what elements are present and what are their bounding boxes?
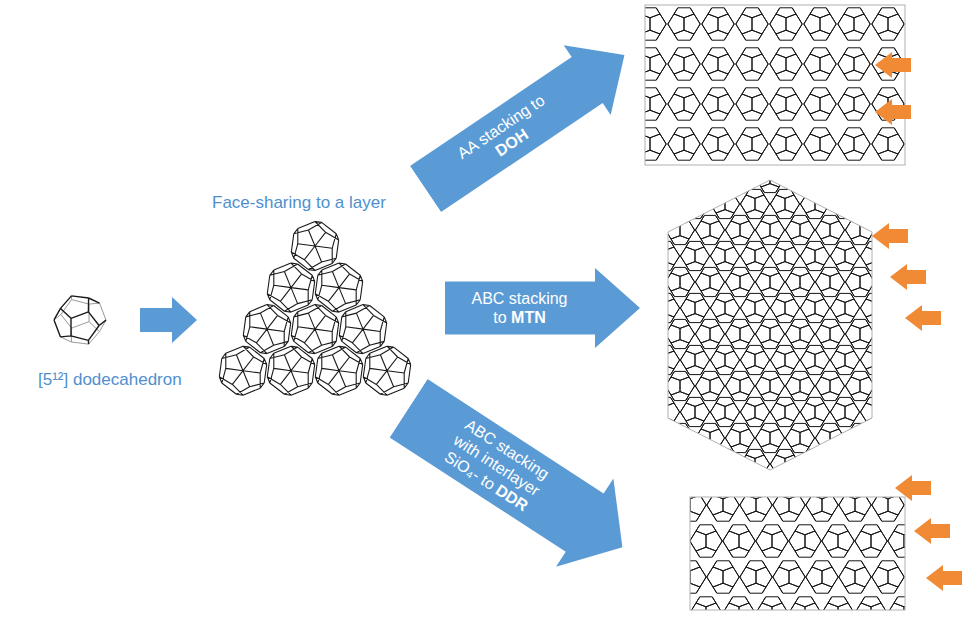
layer-marker [875, 52, 911, 78]
cage-edges [635, 163, 904, 478]
hidden-edges [54, 296, 106, 344]
layer-marker [875, 99, 911, 125]
dodecahedron-icon [54, 296, 106, 344]
caption-label: Face-sharing to a layer [212, 193, 386, 213]
caption-label: [5¹²] dodecahedron [38, 370, 182, 390]
dodecahedra-layer [219, 222, 410, 396]
arrow-shape [445, 268, 640, 348]
arrow-body [445, 268, 640, 348]
layer-marker [905, 305, 941, 331]
arrow-shape [402, 20, 648, 224]
arrow-body [379, 364, 650, 591]
visible-edges [54, 296, 106, 344]
arrow-label: ABC stacking to MTN [464, 289, 576, 327]
layer-marker [890, 264, 926, 290]
cage-edges [219, 222, 410, 396]
cell-frame [690, 497, 905, 610]
layer-marker [872, 223, 908, 249]
mtn-framework [635, 163, 904, 478]
stacking-arrow: ABC stacking with interlayer SiO₄- to DD… [379, 364, 650, 591]
cell-frame [645, 5, 905, 165]
cage-edges [645, 8, 904, 160]
stacking-arrow: ABC stacking to MTN [445, 268, 640, 348]
doh-framework [645, 8, 904, 160]
layer-marker [926, 565, 962, 591]
layer-marker [895, 475, 931, 501]
ddr-framework [690, 497, 905, 610]
cage-edges [690, 497, 905, 610]
step-arrow [140, 297, 197, 343]
stacking-arrow: AA stacking to DOH [402, 20, 648, 224]
layer-markers [872, 52, 962, 591]
arrow-body [402, 20, 648, 224]
cell-frame [668, 180, 872, 470]
layer-marker [914, 518, 950, 544]
